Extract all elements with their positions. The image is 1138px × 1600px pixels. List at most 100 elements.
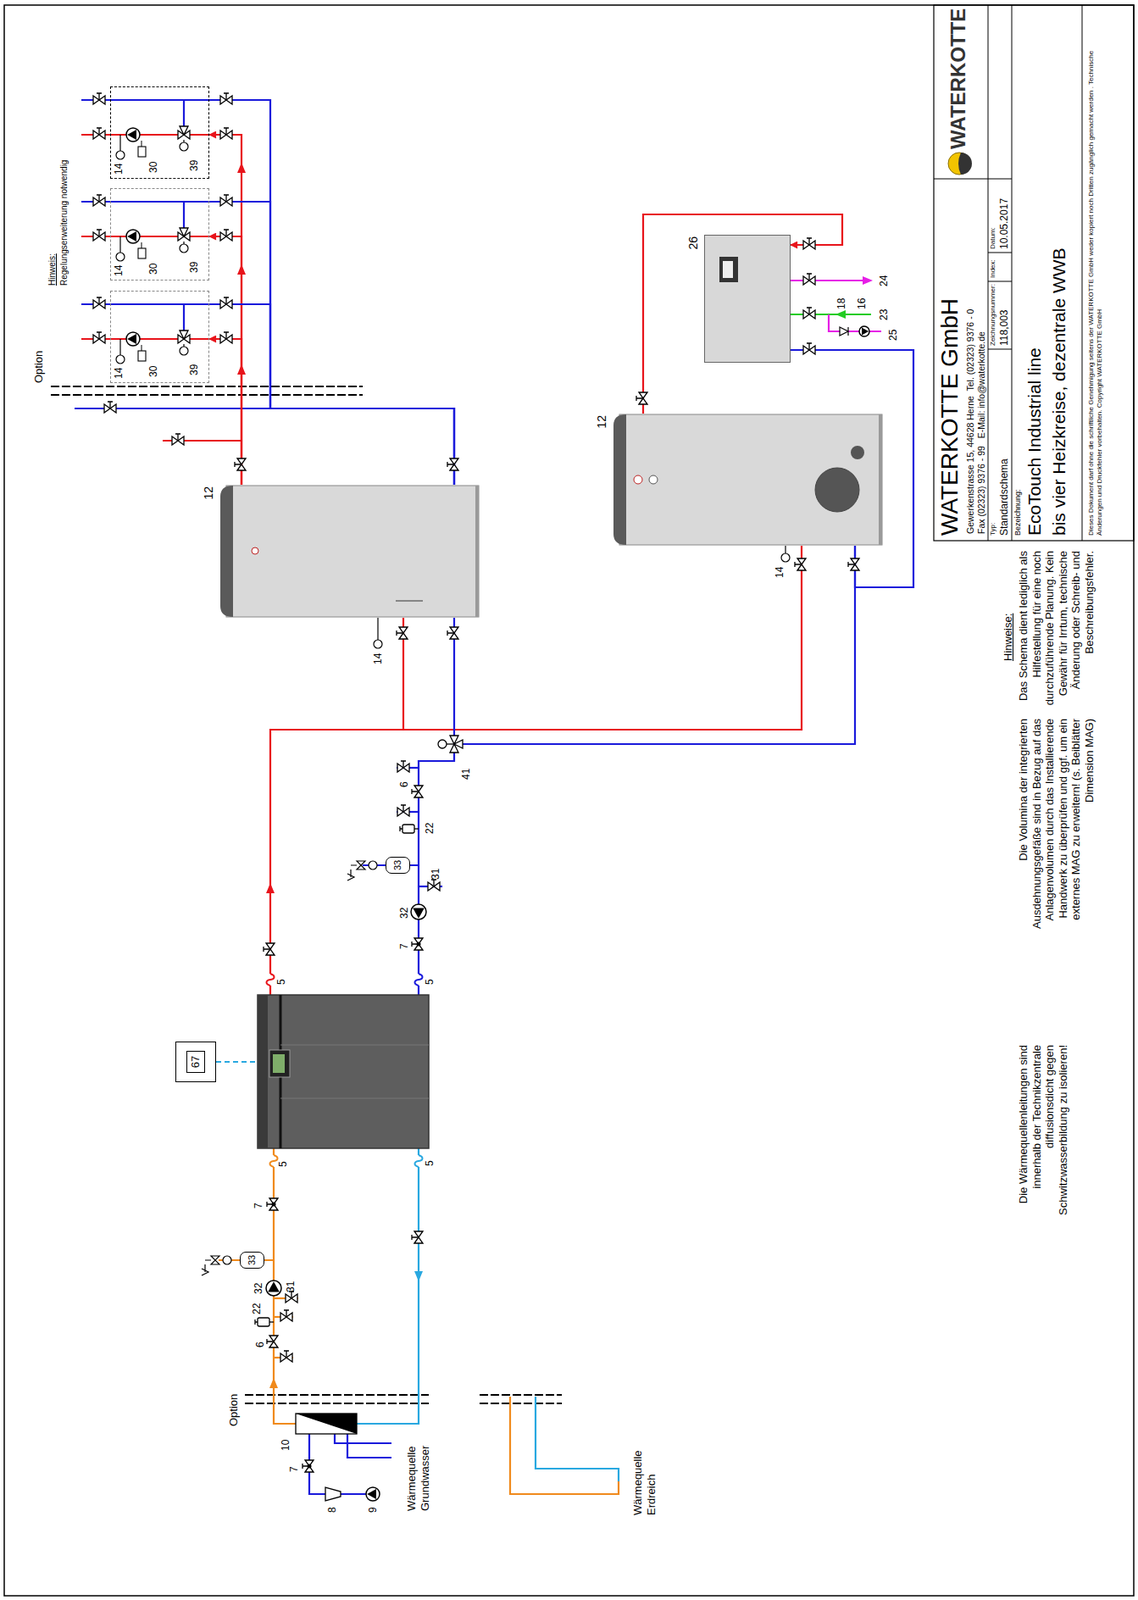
pipe-connector <box>209 99 455 485</box>
note-text: Die Wärmequellenleitungen sind innerhalb… <box>1016 1044 1070 1219</box>
temperature-sensor <box>116 252 125 261</box>
symbol-part <box>806 307 812 315</box>
shutoff-valve <box>220 297 233 309</box>
shutoff-valve <box>411 785 423 798</box>
symbol-part <box>237 162 246 173</box>
symbol-part <box>447 630 455 636</box>
air-separator <box>414 827 419 829</box>
callout-number: 14 <box>773 566 786 578</box>
flow-arrow <box>266 882 275 894</box>
symbol-part <box>416 942 422 947</box>
symbol-part <box>848 561 855 567</box>
symbol-part <box>722 260 733 278</box>
air-separator <box>257 1317 270 1327</box>
symbol-part <box>175 433 181 441</box>
heat-pump-unit <box>280 1044 429 1099</box>
callout-number: 6 <box>254 1341 267 1348</box>
callout-number: 39 <box>188 160 201 172</box>
shutoff-valve <box>234 458 246 471</box>
shutoff-valve <box>447 627 459 639</box>
callout-number: 14 <box>113 367 126 379</box>
pipe <box>356 1148 419 1424</box>
symbol-part <box>263 946 271 952</box>
pressure-gauge <box>222 1255 232 1265</box>
heating-circuit-group: 143039 <box>110 86 210 179</box>
mixing-valve <box>177 126 190 139</box>
safety-valve <box>347 865 357 881</box>
symbol-part <box>267 1281 280 1292</box>
symbol-part <box>126 127 140 142</box>
symbol-part <box>613 414 627 545</box>
node-label: 33 <box>392 860 404 871</box>
flow-arrow <box>237 264 246 275</box>
symbol-part <box>400 760 406 768</box>
node-label: 67 <box>186 1050 206 1073</box>
symbol-part <box>251 547 259 555</box>
check-valve <box>302 1459 314 1472</box>
pipe <box>183 99 185 130</box>
callout-number: 25 <box>887 329 900 341</box>
callout-number: 5 <box>423 1160 436 1166</box>
option-boundary <box>479 1402 562 1405</box>
option-label: Option <box>32 350 46 384</box>
field-label: Typ: <box>988 522 998 536</box>
symbol-part <box>266 882 275 894</box>
callout-number: 30 <box>148 161 161 173</box>
symbol-part <box>307 1464 312 1469</box>
symbol-part <box>226 485 479 617</box>
symbol-part <box>237 264 246 275</box>
symbol-part <box>96 229 102 237</box>
shutoff-valve <box>280 1310 293 1322</box>
flow-arrow <box>835 310 846 319</box>
option-boundary <box>50 394 363 396</box>
shutoff-valve <box>803 238 816 250</box>
shutoff-valve <box>803 343 816 355</box>
symbol-part <box>366 1487 380 1501</box>
pipe-connector <box>643 214 843 414</box>
pipe <box>418 617 455 995</box>
field-label: Bezeichnung: <box>1013 488 1023 536</box>
symbol-part <box>412 908 425 919</box>
air-separator <box>399 826 403 832</box>
tank-shape <box>612 413 883 546</box>
node-label: 12 <box>201 486 216 500</box>
heat-pump-unit <box>257 994 429 1149</box>
symbol-part <box>794 561 802 567</box>
shutoff-valve <box>93 194 106 206</box>
valve-actuator <box>179 142 189 151</box>
field-value: 10.05.2017 <box>998 198 1011 250</box>
field-label: Zeichnungsnummer: <box>988 283 998 346</box>
symbol-part <box>266 1338 274 1344</box>
note-text: Regelungserweiterung notwendig <box>59 160 70 286</box>
shutoff-valve <box>263 943 275 955</box>
symbol-part <box>127 333 137 345</box>
station-housing <box>704 234 791 363</box>
buffer-tank: 12 <box>219 484 480 618</box>
heat-pump-display <box>269 1049 290 1077</box>
callout-number: 10 <box>279 1439 292 1451</box>
symbol-part <box>815 467 860 512</box>
pump-control-module <box>138 248 146 259</box>
symbol-part <box>431 879 437 887</box>
node-label: 33 <box>246 1254 258 1266</box>
symbol-part <box>878 414 883 545</box>
heat-pump-display <box>272 1054 285 1073</box>
callout-number: 39 <box>188 261 201 273</box>
check-valve <box>839 327 849 336</box>
callout-number: 30 <box>148 263 161 275</box>
symbol-part <box>96 332 102 339</box>
shutoff-valve <box>803 273 816 285</box>
shutoff-valve <box>636 392 648 405</box>
pump-control-module <box>138 146 146 157</box>
pump-control-module <box>141 344 143 351</box>
symbol-part <box>410 904 427 920</box>
symbol-part <box>272 1202 277 1207</box>
symbol-part <box>269 1377 278 1388</box>
shutoff-valve <box>93 229 106 241</box>
sheet-border <box>4 5 1134 1596</box>
field-label: Index: <box>988 259 998 278</box>
flex-hose <box>415 1154 423 1167</box>
symbol-part <box>619 414 883 545</box>
safety-valve <box>356 860 366 870</box>
